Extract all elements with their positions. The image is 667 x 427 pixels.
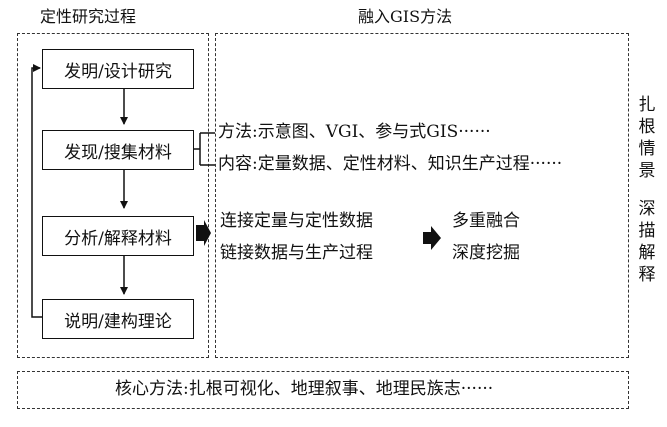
core-method-text: 核心方法:扎根可视化、地理叙事、地理民族志······ bbox=[115, 379, 494, 399]
side-label-thick-description: 深 描 解 释 bbox=[638, 199, 656, 285]
qualitative-process-panel bbox=[17, 33, 209, 358]
side-label-rooted-context: 扎 根 情 景 bbox=[638, 95, 656, 181]
bracket-connector bbox=[194, 132, 215, 166]
core-method-panel bbox=[17, 371, 629, 409]
step-discover-collect: 发现/搜集材料 bbox=[42, 130, 194, 170]
qualitative-process-title: 定性研究过程 bbox=[40, 7, 137, 26]
step-invent-design: 发明/设计研究 bbox=[42, 49, 194, 89]
gis-method-panel bbox=[215, 33, 629, 358]
link-data-production-text: 链接数据与生产过程 bbox=[220, 243, 373, 263]
deep-mining-text: 深度挖掘 bbox=[452, 243, 520, 263]
gis-methods-text: 方法:示意图、VGI、参与式GIS······ bbox=[218, 122, 491, 142]
feedback-loop-arrow bbox=[31, 64, 42, 318]
gis-method-title: 融入GIS方法 bbox=[358, 7, 453, 26]
multi-fusion-text: 多重融合 bbox=[452, 211, 520, 231]
link-quant-qual-text: 连接定量与定性数据 bbox=[220, 211, 373, 231]
step-analyze-interpret: 分析/解释材料 bbox=[42, 216, 194, 256]
gis-content-text: 内容:定量数据、定性材料、知识生产过程······ bbox=[218, 154, 563, 174]
step-explain-theorize: 说明/建构理论 bbox=[42, 299, 194, 339]
block-arrow-links-to-results bbox=[423, 226, 441, 250]
block-arrow-step3-to-links bbox=[196, 220, 211, 246]
